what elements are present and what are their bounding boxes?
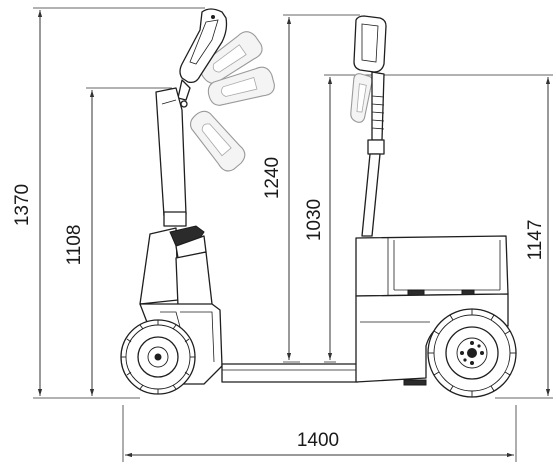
tiller-handle xyxy=(155,8,228,227)
front-wheel xyxy=(120,319,196,395)
overall-height-label: 1370 xyxy=(12,184,33,226)
dimension-body-height: 1147 xyxy=(378,74,553,399)
dimension-overall-height: 1370 xyxy=(12,7,205,399)
body-height-label: 1147 xyxy=(525,220,546,261)
dimension-overall-length: 1400 xyxy=(122,405,517,462)
rear-wheel xyxy=(427,308,517,398)
dimension-tiller-high: 1240 xyxy=(262,14,360,363)
dimension-seat-post: 1030 xyxy=(304,74,378,363)
seat-post xyxy=(353,15,387,237)
dimension-tiller-low: 1108 xyxy=(64,87,172,396)
seat-post-height-label: 1030 xyxy=(304,199,325,241)
overall-length-label: 1400 xyxy=(297,430,339,451)
ghost-tiller-positions xyxy=(189,31,373,172)
tiller-height-low-label: 1108 xyxy=(64,225,85,266)
tiller-height-high-label: 1240 xyxy=(262,157,283,199)
chassis xyxy=(221,363,359,383)
